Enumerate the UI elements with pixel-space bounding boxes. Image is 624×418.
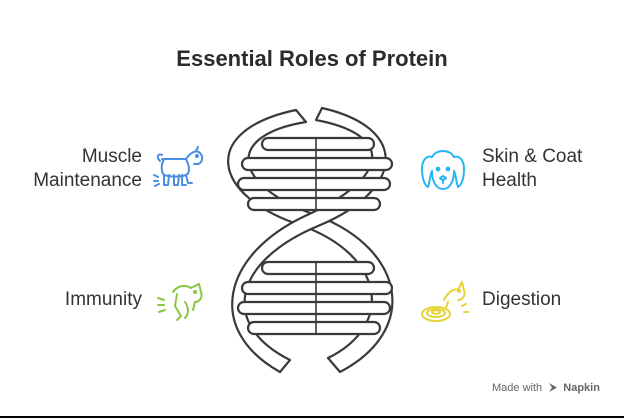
dog-shield-icon (157, 283, 203, 321)
role-label-line: Immunity (64, 289, 142, 310)
role-label-immunity: Immunity (10, 288, 142, 312)
role-label-skin-coat-health: Skin & Coat Health (482, 145, 612, 193)
role-label-line: Skin & Coat (482, 146, 583, 167)
role-label-line: Muscle (81, 146, 142, 167)
role-label-digestion: Digestion (482, 288, 612, 312)
role-label-muscle-maintenance: Muscle Maintenance (10, 145, 142, 193)
dna-helix-icon (227, 106, 394, 374)
made-with-napkin-watermark: Made with Napkin (492, 382, 600, 394)
page-title: Essential Roles of Protein (176, 46, 448, 71)
role-label-line: Digestion (482, 289, 562, 310)
role-label-line: Health (482, 170, 537, 191)
bottom-border (0, 416, 624, 418)
dog-bowl-icon (421, 281, 469, 322)
watermark-brand: Napkin (563, 382, 600, 394)
dog-walking-icon (153, 146, 204, 187)
role-label-line: Maintenance (33, 170, 142, 191)
napkin-logo-icon (549, 383, 558, 392)
dog-face-icon (421, 150, 465, 190)
watermark-prefix: Made with (492, 382, 543, 394)
